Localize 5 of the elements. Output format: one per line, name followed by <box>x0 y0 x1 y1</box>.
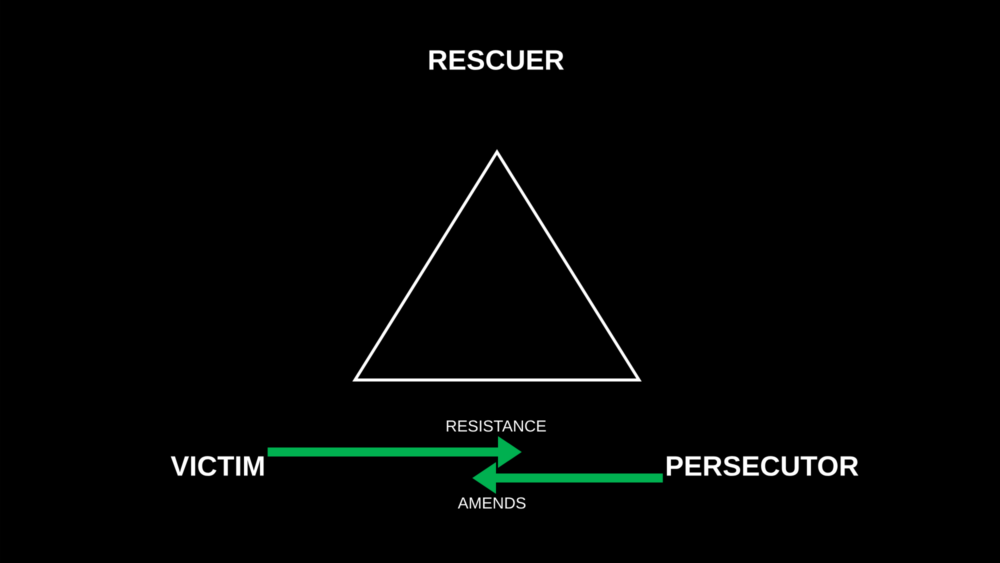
role-label: PERSECUTOR <box>666 456 858 476</box>
role-label: RESCUER <box>429 50 564 70</box>
edge-label: AMENDS <box>456 496 528 510</box>
edge-label: RESISTANCE <box>444 419 548 433</box>
role-label: VICTIM <box>170 456 264 476</box>
